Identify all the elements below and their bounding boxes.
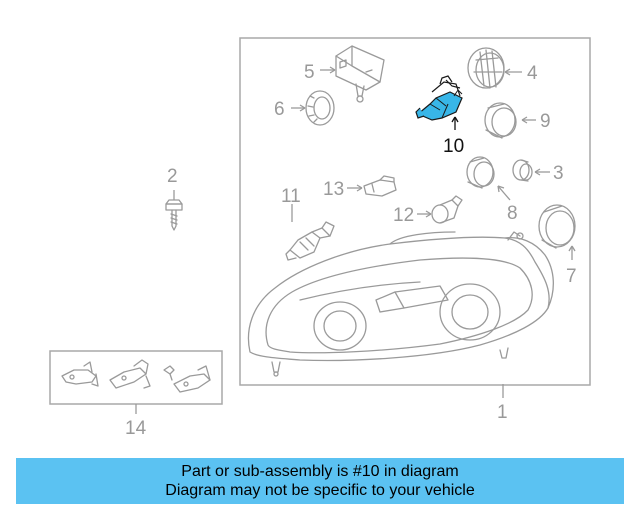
screw[interactable] — [165, 190, 183, 231]
bracket-kit[interactable] — [61, 359, 211, 414]
socket-ring[interactable] — [466, 156, 511, 201]
callout-10[interactable]: 10 — [443, 136, 464, 157]
retaining-ring[interactable] — [291, 90, 335, 126]
callout-3[interactable]: 3 — [553, 163, 564, 184]
callout-6[interactable]: 6 — [274, 99, 285, 120]
callout-12[interactable]: 12 — [393, 205, 414, 226]
callout-7[interactable]: 7 — [566, 266, 577, 287]
assembly-frame — [239, 37, 591, 386]
bracket-kit-frame — [49, 350, 223, 405]
halogen-bulb-highlighted[interactable] — [415, 75, 463, 130]
wedge-bulb[interactable] — [417, 195, 463, 224]
bulb-cover-cap[interactable] — [467, 47, 522, 89]
callout-4[interactable]: 4 — [527, 63, 538, 84]
plug-grommet[interactable] — [512, 159, 550, 182]
callout-2[interactable]: 2 — [167, 166, 178, 187]
callout-8[interactable]: 8 — [507, 203, 518, 224]
banner-line-2: Diagram may not be specific to your vehi… — [165, 482, 475, 499]
callout-5[interactable]: 5 — [304, 62, 315, 83]
callout-9[interactable]: 9 — [540, 111, 551, 132]
banner-line-1: Part or sub-assembly is #10 in diagram — [181, 463, 459, 480]
leveling-motor[interactable] — [320, 45, 385, 103]
callout-11[interactable]: 11 — [281, 186, 301, 207]
callout-14[interactable]: 14 — [125, 418, 147, 439]
callout-13[interactable]: 13 — [323, 179, 344, 200]
small-bulb[interactable] — [347, 175, 397, 197]
rear-cover-cap[interactable] — [538, 204, 576, 260]
info-banner: Part or sub-assembly is #10 in diagram D… — [16, 458, 624, 504]
callout-1[interactable]: 1 — [497, 402, 508, 423]
bulb-with-socket[interactable] — [285, 204, 335, 261]
headlamp-housing[interactable] — [247, 231, 554, 398]
seal-ring[interactable] — [484, 102, 536, 139]
